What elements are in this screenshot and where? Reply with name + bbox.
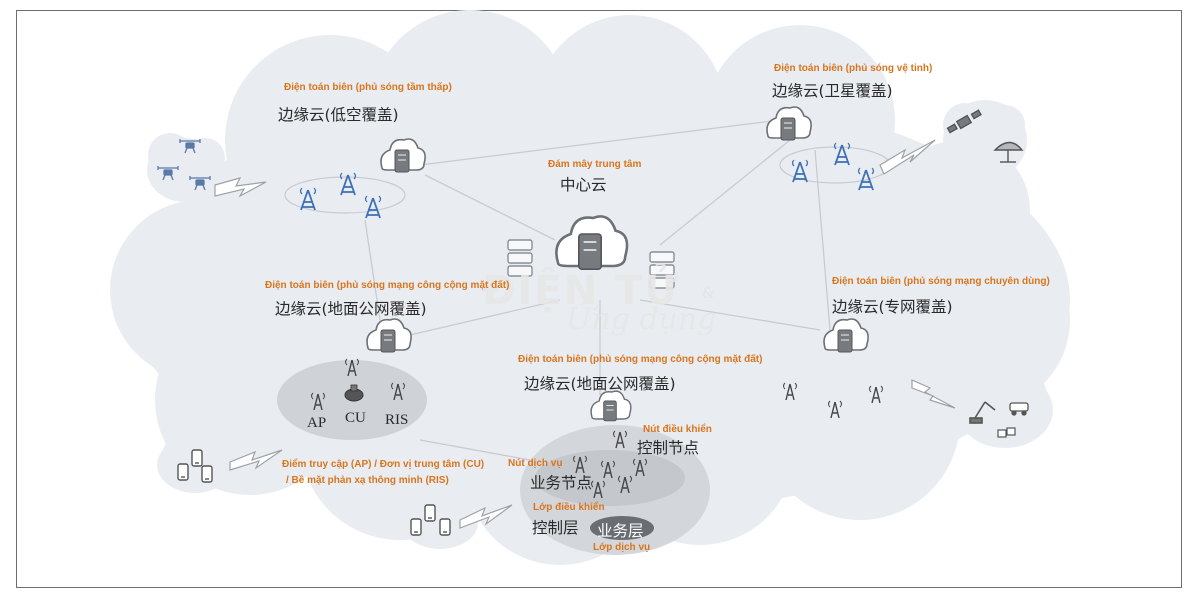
tower-icon xyxy=(828,400,842,419)
drone-icon xyxy=(157,166,179,181)
car-icon xyxy=(1009,402,1029,416)
phone-icon xyxy=(201,465,213,483)
edge-low-altitude-label-vi: Điện toán biên (phủ sóng tầm thấp) xyxy=(284,82,452,93)
cloud-server-icon-low-altitude xyxy=(380,138,426,173)
antenna-icon xyxy=(857,167,875,191)
lightning-bolts xyxy=(214,139,956,529)
robot-arm-icon xyxy=(969,401,996,424)
ap-tower-icon xyxy=(311,392,325,411)
lightning-icon-satellite xyxy=(879,139,936,175)
service-layer-ellipse xyxy=(590,516,654,540)
server-rack-left-icon xyxy=(507,239,533,277)
backbone-links xyxy=(364,119,831,461)
edge-ground-left-label-zh: 边缘云(地面公网覆盖) xyxy=(275,300,427,318)
device-cloud-right xyxy=(957,371,1053,448)
ris-label: RIS xyxy=(385,412,409,428)
phone-icon xyxy=(410,518,422,536)
diagram-frame xyxy=(16,10,1182,588)
tower-icon xyxy=(783,382,797,401)
edge-ground-center-label-vi: Điện toán biên (phủ sóng mạng công cộng … xyxy=(518,354,763,365)
phone-icon xyxy=(424,504,436,522)
cu-hub-icon xyxy=(344,384,364,402)
cloud-server-icon-central xyxy=(555,215,629,271)
service-node-icon xyxy=(573,455,587,474)
lightning-icon-devices-bottom xyxy=(459,504,513,529)
edge-low-altitude-label-zh: 边缘云(低空覆盖) xyxy=(278,106,399,124)
control-node-label-vi: Nút điều khiển xyxy=(643,424,712,435)
edge-private-label-zh: 边缘云(专网覆盖) xyxy=(832,298,953,316)
control-node-tower-icon xyxy=(613,430,627,449)
drone-icon xyxy=(189,176,211,191)
service-node-ellipse xyxy=(535,450,685,506)
ris-panel-icon xyxy=(391,382,405,401)
service-layer-label-zh: 业务层 xyxy=(597,522,644,540)
watermark-amp: & xyxy=(702,286,715,302)
watermark-line2: Ứng dụng xyxy=(566,302,717,337)
edge-ground-center-label-zh: 边缘云(地面公网覆盖) xyxy=(524,375,676,393)
service-node-icon xyxy=(618,475,632,494)
service-node-icon xyxy=(601,460,615,479)
antenna-icon xyxy=(833,142,851,166)
ap-label: AP xyxy=(307,415,327,431)
antenna-icon xyxy=(299,187,317,211)
cloud-server-icon-ground-left xyxy=(366,318,412,353)
satellite-cloud xyxy=(943,100,1027,180)
service-node-icon xyxy=(591,480,605,499)
server-rack-right-icon xyxy=(649,251,675,289)
control-node-label-zh: 控制节点 xyxy=(637,439,700,457)
edge-satellite-label-vi: Điện toán biên (phủ sóng vệ tinh) xyxy=(774,63,933,74)
access-group-label-line1: Điểm truy cập (AP) / Đơn vị trung tâm (C… xyxy=(282,459,485,470)
central-cloud-label-vi: Đám mây trung tâm xyxy=(548,159,642,170)
drone-icon xyxy=(179,139,201,154)
antenna-icon xyxy=(791,159,809,183)
service-layer-label-vi: Lớp dịch vụ xyxy=(593,542,651,553)
watermark-line1: ĐIỆN TỬ xyxy=(482,268,680,314)
phone-icon xyxy=(439,518,451,536)
service-node-icon xyxy=(633,458,647,477)
phone-icon xyxy=(191,449,203,467)
antenna-icon xyxy=(364,195,382,219)
service-node-label-vi: Nút dịch vụ xyxy=(508,458,563,469)
tower-icon xyxy=(869,385,883,404)
antenna-icon xyxy=(339,172,357,196)
cloud-server-icon-ground-center xyxy=(590,390,632,422)
lightning-icon-private xyxy=(911,379,956,409)
phone-icon xyxy=(177,463,189,481)
access-group-label-line2: / Bề mặt phản xạ thông minh (RIS) xyxy=(286,475,449,486)
control-layer-label-zh: 控制层 xyxy=(532,519,579,537)
control-layer-label-vi: Lớp điều khiển xyxy=(533,502,605,513)
service-node-label-zh: 业务节点 xyxy=(530,474,593,492)
edge-private-label-vi: Điện toán biên (phủ sóng mạng chuyên dùn… xyxy=(832,276,1050,287)
edge-satellite-label-zh: 边缘云(卫星覆盖) xyxy=(772,82,893,100)
cloud-server-icon-private xyxy=(823,318,869,353)
tower-icon xyxy=(345,358,359,377)
cloud-server-icon-satellite xyxy=(766,106,812,141)
lightning-icon-drones xyxy=(214,177,267,198)
satellite-dish-icon xyxy=(993,141,1024,163)
satellite-icon xyxy=(946,109,982,134)
lightning-icon-devices-left xyxy=(229,449,283,471)
edge-ground-left-label-vi: Điện toán biên (phủ sóng mạng công cộng … xyxy=(265,280,510,291)
cu-label: CU xyxy=(345,410,366,426)
central-cloud-label-zh: 中心云 xyxy=(560,176,607,194)
boxes-icon xyxy=(997,427,1016,438)
